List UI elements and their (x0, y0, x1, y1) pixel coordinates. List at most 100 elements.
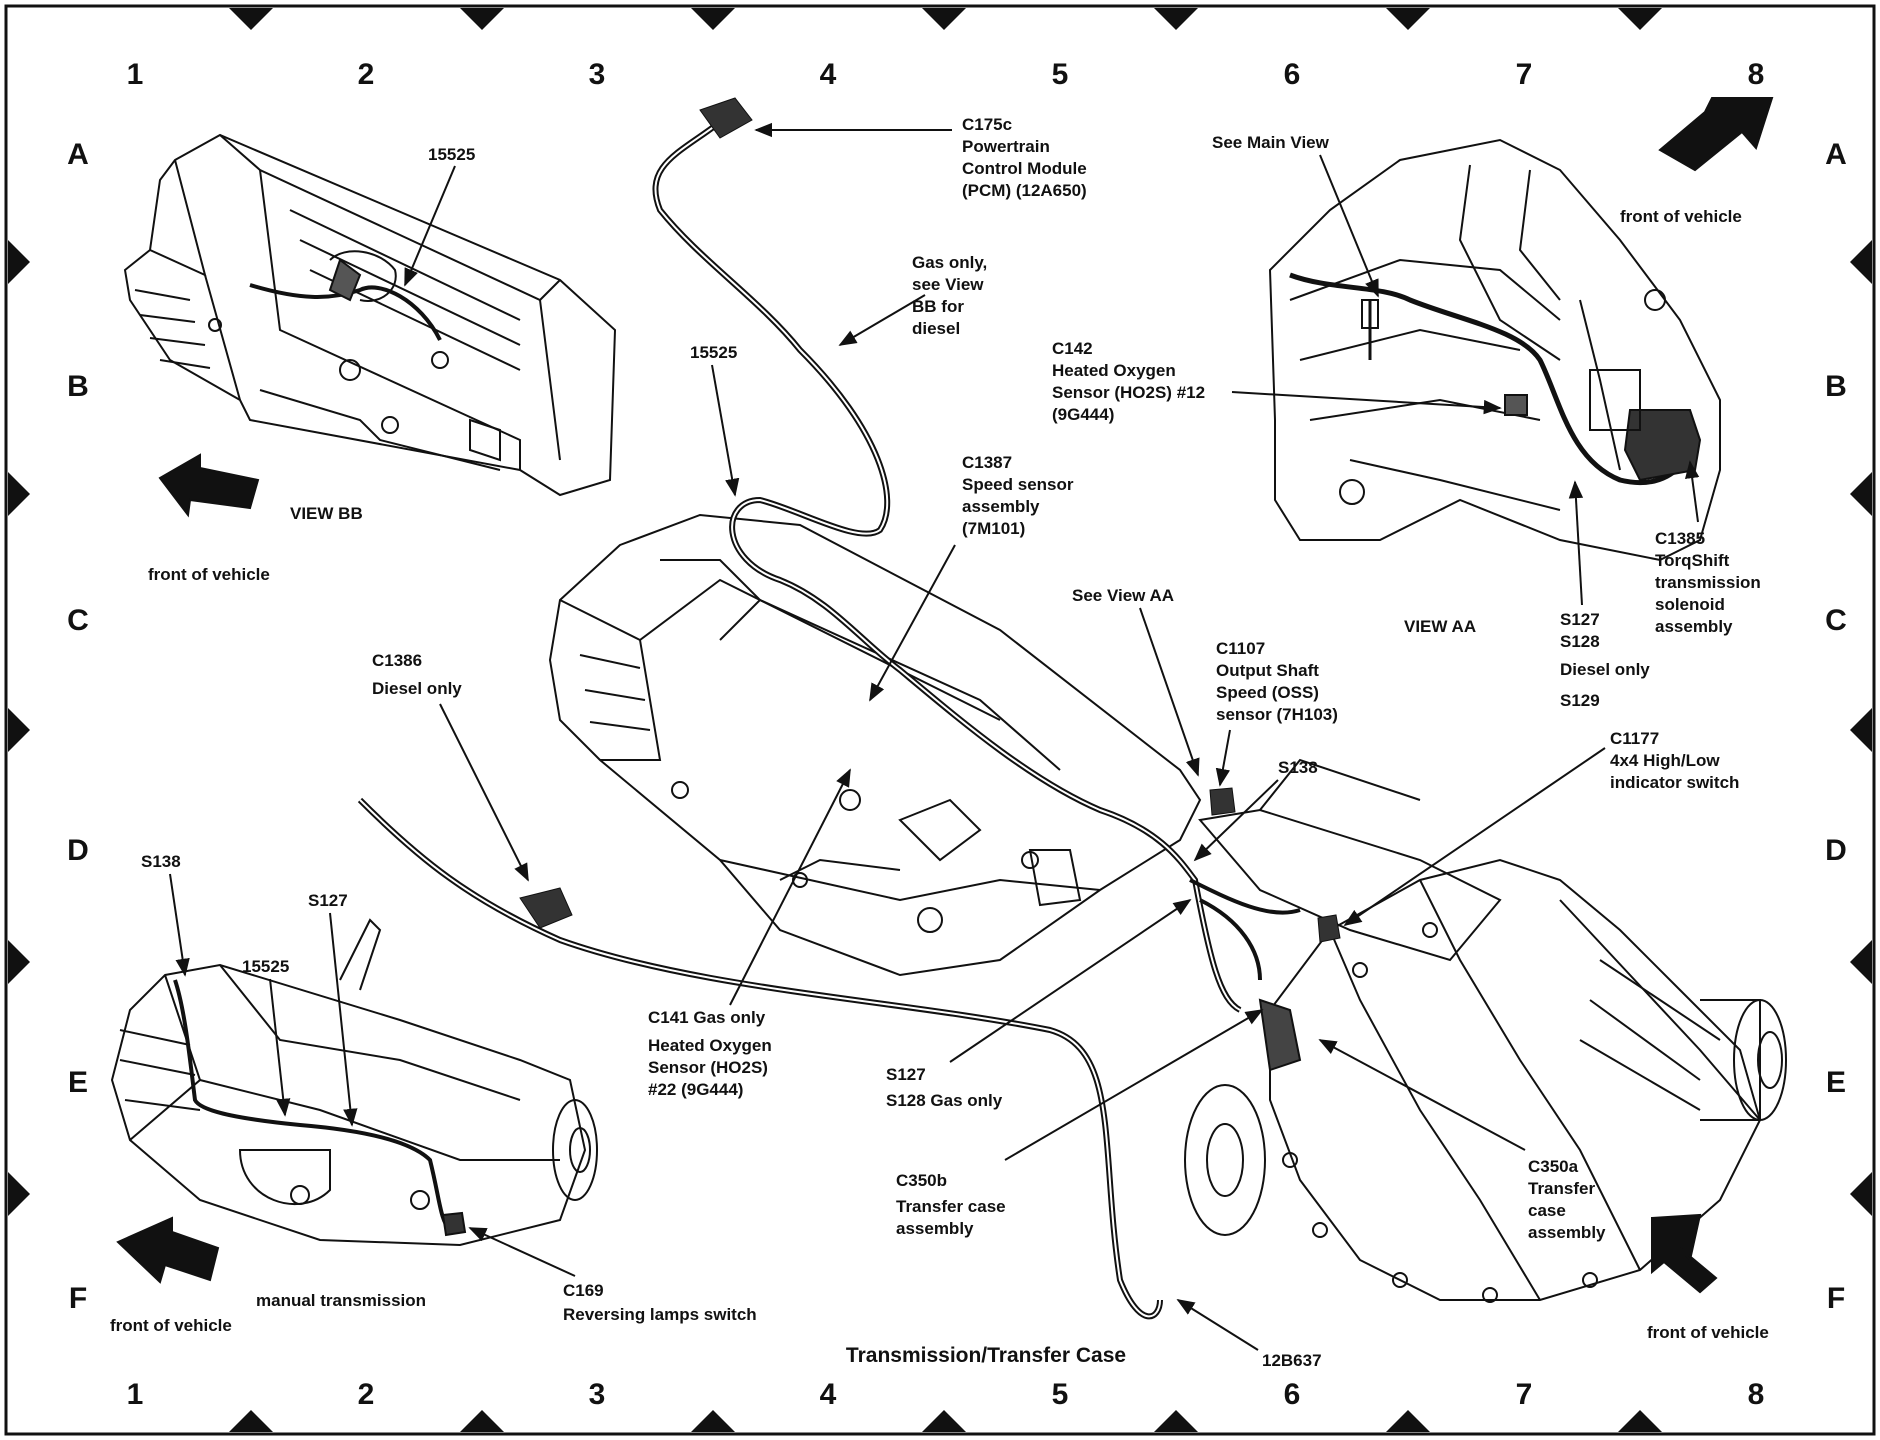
label-c350b: C350b Transfer case assembly (896, 1171, 1010, 1238)
grid-row-labels-left: A B C D E F (67, 138, 89, 1315)
grid-triangle-top-6 (1386, 8, 1430, 30)
grid-col-3-bottom: 3 (589, 1378, 606, 1411)
label-15525-main: 15525 (690, 343, 737, 362)
harness-transfer-branch (1189, 878, 1301, 981)
label-c175c: C175c Powertrain Control Module (PCM) (1… (962, 115, 1091, 200)
view-aa-transmission-illustration (1268, 138, 1721, 562)
connector-c1107-icon (1209, 787, 1236, 816)
front-arrow-aa-icon (1658, 97, 1774, 172)
callout-c1387: C1387 Speed sensor assembly (7M101) (869, 453, 1078, 702)
grid-triangle-left-3 (8, 708, 30, 752)
label-s127-s128-diesel: S127 S128 Diesel only (1560, 610, 1650, 679)
grid-row-labels-right: A B C D E F (1825, 138, 1847, 1315)
connector-c175c-icon (699, 97, 753, 139)
grid-row-a-right: A (1825, 138, 1847, 171)
label-s129: S129 (1560, 691, 1600, 710)
grid-triangle-top-4 (922, 8, 966, 30)
grid-triangle-bottom-1 (229, 1410, 273, 1432)
grid-triangle-bottom-7 (1618, 1410, 1662, 1432)
grid-row-f-right: F (1827, 1282, 1845, 1315)
callout-gas-only-view-bb: Gas only, see View BB for diesel (838, 253, 992, 346)
grid-col-5-bottom: 5 (1052, 1378, 1069, 1411)
grid-triangle-top-7 (1618, 8, 1662, 30)
label-s138-manual: S138 (141, 852, 181, 871)
grid-row-c-right: C (1825, 604, 1847, 637)
callout-c141: C141 Gas only Heated Oxygen Sensor (HO2S… (648, 768, 851, 1099)
label-s127-s128-gas: S127 S128 Gas only (886, 1065, 1003, 1110)
grid-triangle-bottom-3 (691, 1410, 735, 1432)
grid-column-labels-bottom: 1 2 3 4 5 6 7 8 (127, 1378, 1765, 1411)
grid-row-e-left: E (68, 1066, 88, 1099)
label-c1387: C1387 Speed sensor assembly (7M101) (962, 453, 1078, 538)
callout-12b637: 12B637 (1176, 1299, 1322, 1370)
grid-col-5-top: 5 (1052, 58, 1069, 91)
label-s127-manual: S127 (308, 891, 348, 910)
callout-15525-manual: 15525 (242, 957, 291, 1117)
callout-see-main-view: See Main View (1212, 133, 1379, 298)
callout-s127-s128-diesel: S127 S128 Diesel only S129 (1560, 480, 1650, 710)
grid-col-8-top: 8 (1748, 58, 1765, 91)
view-bb-label: VIEW BB (290, 504, 363, 523)
view-bb-transmission-illustration (123, 133, 617, 497)
label-c169: C169 Reversing lamps switch (563, 1281, 757, 1324)
label-c350a: C350a Transfer case assembly (1528, 1157, 1606, 1242)
callout-c142: C142 Heated Oxygen Sensor (HO2S) #12 (9G… (1052, 339, 1502, 424)
grid-col-1-top: 1 (127, 58, 144, 91)
front-arrow-transfer-icon (1651, 1213, 1718, 1294)
label-15525-manual: 15525 (242, 957, 289, 976)
label-15525-bb: 15525 (428, 145, 475, 164)
grid-triangle-top-2 (460, 8, 504, 30)
label-12b637: 12B637 (1262, 1351, 1322, 1370)
grid-triangle-left-2 (8, 472, 30, 516)
grid-col-4-bottom: 4 (820, 1378, 837, 1411)
grid-triangle-right-5 (1850, 1172, 1872, 1216)
grid-row-e-right: E (1826, 1066, 1846, 1099)
grid-col-6-bottom: 6 (1284, 1378, 1301, 1411)
grid-triangle-right-4 (1850, 940, 1872, 984)
grid-triangle-right-1 (1850, 240, 1872, 284)
callout-see-view-aa: See View AA (1072, 586, 1200, 777)
callout-c350a: C350a Transfer case assembly (1318, 1039, 1606, 1242)
callout-c350b: C350b Transfer case assembly (896, 1009, 1264, 1238)
grid-col-8-bottom: 8 (1748, 1378, 1765, 1411)
grid-triangle-left-4 (8, 940, 30, 984)
manual-transmission-illustration (110, 918, 598, 1247)
grid-row-c-left: C (67, 604, 89, 637)
label-c141: C141 Gas only Heated Oxygen Sensor (HO2S… (648, 1008, 777, 1099)
front-of-vehicle-manual: front of vehicle (110, 1316, 232, 1335)
transfer-case-illustration (1184, 858, 1787, 1303)
label-see-view-aa: See View AA (1072, 586, 1174, 605)
grid-triangle-bottom-4 (922, 1410, 966, 1432)
grid-row-b-left: B (67, 370, 89, 403)
label-gas-only-view-bb: Gas only, see View BB for diesel (912, 253, 992, 338)
grid-col-2-top: 2 (358, 58, 375, 91)
grid-col-6-top: 6 (1284, 58, 1301, 91)
grid-triangle-right-3 (1850, 708, 1872, 752)
manual-transmission-label: manual transmission (256, 1291, 426, 1310)
grid-triangles (8, 8, 1872, 1432)
label-c1385: C1385 TorqShift transmission solenoid as… (1655, 529, 1766, 636)
callout-s127-manual: S127 (308, 891, 358, 1127)
grid-row-f-left: F (69, 1282, 87, 1315)
harness-12b637-inner (359, 799, 1161, 1318)
view-aa-label: VIEW AA (1404, 617, 1476, 636)
harness-15525-main-inner (654, 109, 1241, 1011)
front-of-vehicle-transfer: front of vehicle (1647, 1323, 1769, 1342)
front-arrow-bb-icon (158, 453, 260, 518)
grid-triangle-left-5 (8, 1172, 30, 1216)
label-c142: C142 Heated Oxygen Sensor (HO2S) #12 (9G… (1052, 339, 1210, 424)
label-c1177: C1177 4x4 High/Low indicator switch (1610, 729, 1739, 792)
grid-triangle-bottom-5 (1154, 1410, 1198, 1432)
grid-triangle-bottom-2 (460, 1410, 504, 1432)
callout-15525-bb: 15525 (404, 145, 475, 287)
callout-c1177: C1177 4x4 High/Low indicator switch (1343, 729, 1739, 927)
grid-triangle-right-2 (1850, 472, 1872, 516)
grid-col-3-top: 3 (589, 58, 606, 91)
grid-row-d-right: D (1825, 834, 1847, 867)
grid-row-b-right: B (1825, 370, 1847, 403)
callout-c1385: C1385 TorqShift transmission solenoid as… (1655, 460, 1766, 636)
diagram-caption: Transmission/Transfer Case (846, 1344, 1126, 1367)
grid-col-2-bottom: 2 (358, 1378, 375, 1411)
grid-column-labels-top: 1 2 3 4 5 6 7 8 (127, 58, 1765, 91)
